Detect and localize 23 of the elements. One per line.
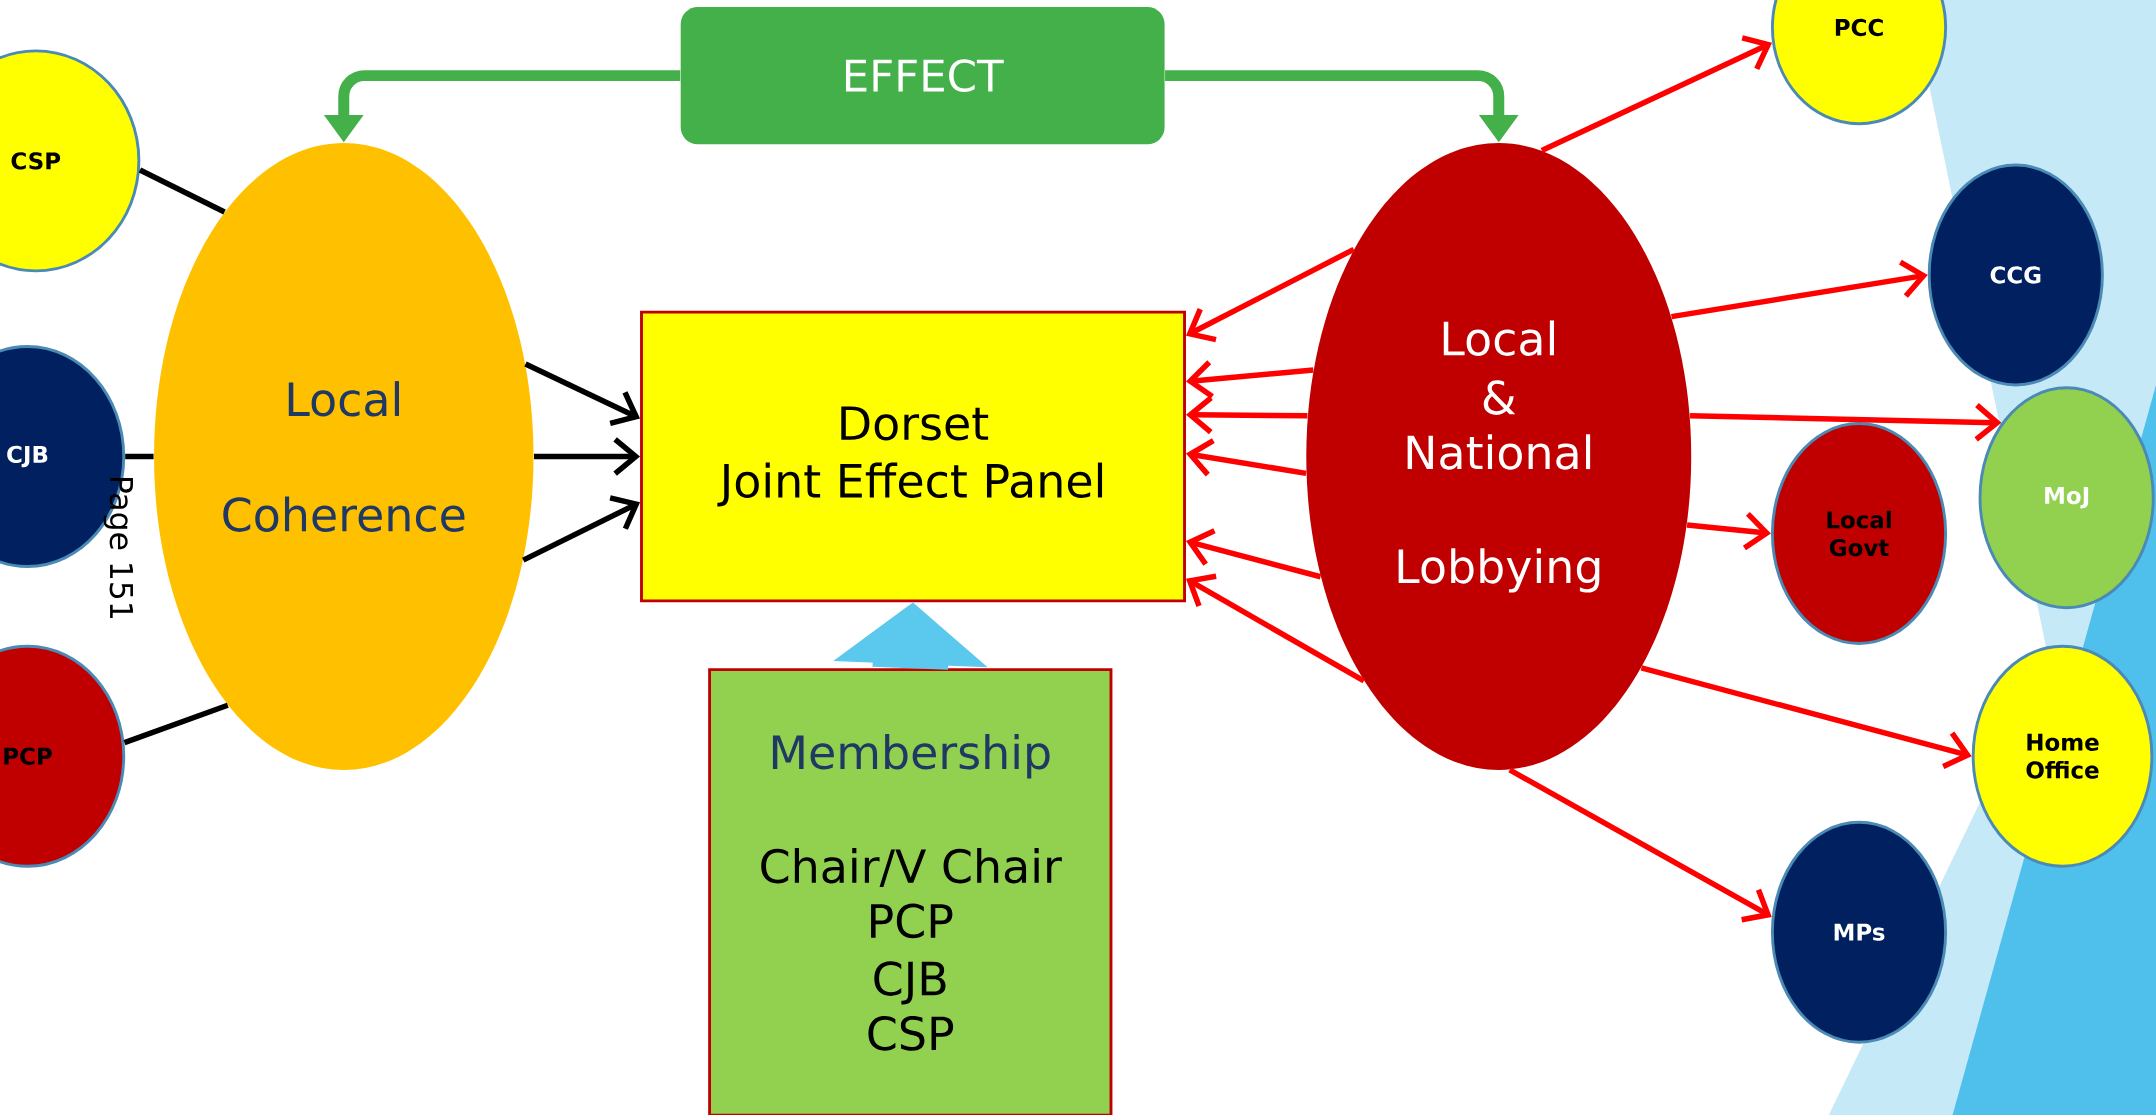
- membership-box: Membership Chair/V Chair PCP CJB CSP: [708, 668, 1113, 1115]
- arrow: [533, 437, 641, 476]
- arrow: [1686, 511, 1771, 551]
- arrow: [1185, 360, 1314, 399]
- circle-node: Local Govt: [1770, 422, 1948, 645]
- arrow: [1185, 395, 1308, 435]
- circle-node: CCG: [1927, 163, 2104, 387]
- panel-box: Dorset Joint Effect Panel: [640, 310, 1186, 603]
- arrow: [1671, 259, 1928, 320]
- circle-node: Home Office: [1971, 644, 2154, 868]
- arrow: [1185, 528, 1322, 580]
- arrow: [1690, 402, 2002, 442]
- arrow: [1185, 573, 1366, 684]
- arrow: [1540, 35, 1773, 153]
- arrow: [522, 495, 641, 563]
- circle-node: MPs: [1770, 820, 1948, 1044]
- circle-node: MoJ: [1978, 386, 2155, 610]
- arrow: [1508, 767, 1772, 923]
- effect-box: EFFECT: [680, 6, 1165, 145]
- arrow: [1640, 665, 1972, 769]
- arrow: [524, 361, 641, 426]
- arrow: [1185, 438, 1307, 477]
- arrow: [1185, 246, 1356, 343]
